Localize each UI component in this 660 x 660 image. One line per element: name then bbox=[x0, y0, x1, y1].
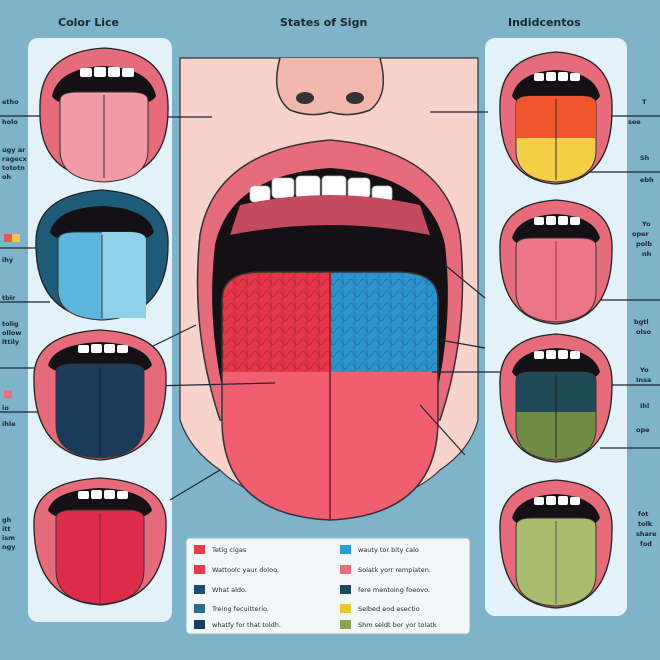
legend-text-1: Tetig cigas bbox=[211, 546, 247, 554]
right-mouth-pale-green bbox=[499, 479, 613, 609]
label-left-2c: tototn bbox=[2, 164, 25, 172]
label-right-1d: ebh bbox=[640, 176, 654, 184]
legend-swatch-4 bbox=[340, 565, 351, 574]
label-left-3b: tblr bbox=[2, 294, 16, 302]
label-left-5c: ism bbox=[2, 534, 15, 542]
label-left-2a: ugy ar bbox=[2, 146, 26, 154]
legend-swatch-3 bbox=[194, 565, 205, 574]
left-mouth-red bbox=[33, 477, 167, 606]
label-right-2d: nh bbox=[642, 250, 652, 258]
legend-swatch-5 bbox=[194, 585, 205, 594]
marker-yellow bbox=[12, 234, 20, 242]
legend-swatch-8 bbox=[340, 604, 351, 613]
label-left-2d: oh bbox=[2, 173, 11, 181]
label-right-3a: bgtl bbox=[634, 318, 649, 326]
right-mouth-orange-yellow bbox=[499, 51, 613, 185]
label-left-5b: itt bbox=[2, 525, 10, 533]
legend-text-9: whatfy for that toldh. bbox=[212, 621, 281, 629]
label-right-4b: fot bbox=[638, 510, 648, 518]
label-left-1b: holo bbox=[2, 118, 18, 126]
legend-swatch-7 bbox=[194, 604, 205, 613]
central-face bbox=[179, 57, 479, 521]
legend-swatch-9 bbox=[194, 620, 205, 629]
label-left-3c: tolig bbox=[2, 320, 19, 328]
right-mouth-pink bbox=[499, 199, 613, 325]
legend-text-5: What aldo. bbox=[212, 586, 247, 594]
label-right-1c: Sh bbox=[640, 154, 650, 162]
label-right-1b: see bbox=[628, 118, 641, 126]
label-right-4a: ope bbox=[636, 426, 650, 434]
label-left-1a: etho bbox=[2, 98, 19, 106]
label-right-2c: polb bbox=[636, 240, 652, 248]
legend-swatch-2 bbox=[340, 545, 351, 554]
left-header: Color Lice bbox=[58, 16, 119, 29]
left-mouth-navy bbox=[33, 329, 167, 461]
legend-swatch-10 bbox=[340, 620, 351, 629]
legend-text-8: Selbed eod esectio bbox=[358, 605, 420, 613]
label-right-1a: T bbox=[642, 98, 647, 106]
label-right-3d: Insa bbox=[636, 376, 651, 384]
label-right-4e: fod bbox=[640, 540, 652, 548]
label-right-2a: Yo bbox=[641, 220, 651, 228]
label-right-3b: olso bbox=[636, 328, 652, 336]
legend-swatch-6 bbox=[340, 585, 351, 594]
connector-lines bbox=[0, 111, 660, 501]
left-mouth-blue bbox=[35, 189, 169, 321]
label-right-4c: tolk bbox=[638, 520, 653, 528]
right-header: Indidcentos bbox=[508, 16, 581, 29]
label-left-4b: ihle bbox=[2, 420, 16, 428]
legend-text-2: wauty tor bity calo bbox=[358, 546, 419, 554]
marker-red bbox=[4, 234, 12, 242]
left-side-labels: etho holo ugy ar ragecx tototn oh ihy tb… bbox=[2, 98, 28, 551]
label-right-3c: Yo bbox=[639, 366, 649, 374]
label-left-3a: ihy bbox=[2, 256, 14, 264]
label-left-4a: io bbox=[2, 404, 9, 412]
legend-text-10: Shm seldt bor yor tolatk bbox=[358, 621, 437, 629]
legend-swatch-1 bbox=[194, 545, 205, 554]
legend-text-6: fere mentoing foeovo. bbox=[358, 586, 430, 594]
label-left-3d: ollow bbox=[2, 329, 21, 337]
label-left-2b: ragecx bbox=[2, 155, 28, 163]
label-right-4d: share bbox=[636, 530, 657, 538]
right-side-labels: T see Sh ebh Yo oper polb nh bgtl olso Y… bbox=[628, 98, 657, 548]
legend-text-7: Treing fecuitterio. bbox=[211, 605, 269, 613]
legend-text-4: Solatk yorr rempiaten. bbox=[358, 566, 431, 574]
legend-text-3: Wattoolc yaur doloo. bbox=[212, 566, 279, 574]
right-mouth-teal-olive bbox=[499, 333, 613, 463]
label-left-5d: ngy bbox=[2, 543, 16, 551]
label-right-3e: Ihl bbox=[640, 402, 649, 410]
center-header: States of Sign bbox=[280, 16, 367, 29]
label-right-2b: oper bbox=[632, 230, 650, 238]
marker-pink bbox=[4, 390, 12, 398]
label-left-5a: gh bbox=[2, 516, 12, 524]
left-mouth-pink bbox=[39, 47, 169, 183]
label-left-3e: lttily bbox=[2, 338, 20, 346]
legend-box: Tetig cigas wauty tor bity calo Wattoolc… bbox=[185, 537, 471, 635]
right-panel bbox=[485, 38, 627, 616]
